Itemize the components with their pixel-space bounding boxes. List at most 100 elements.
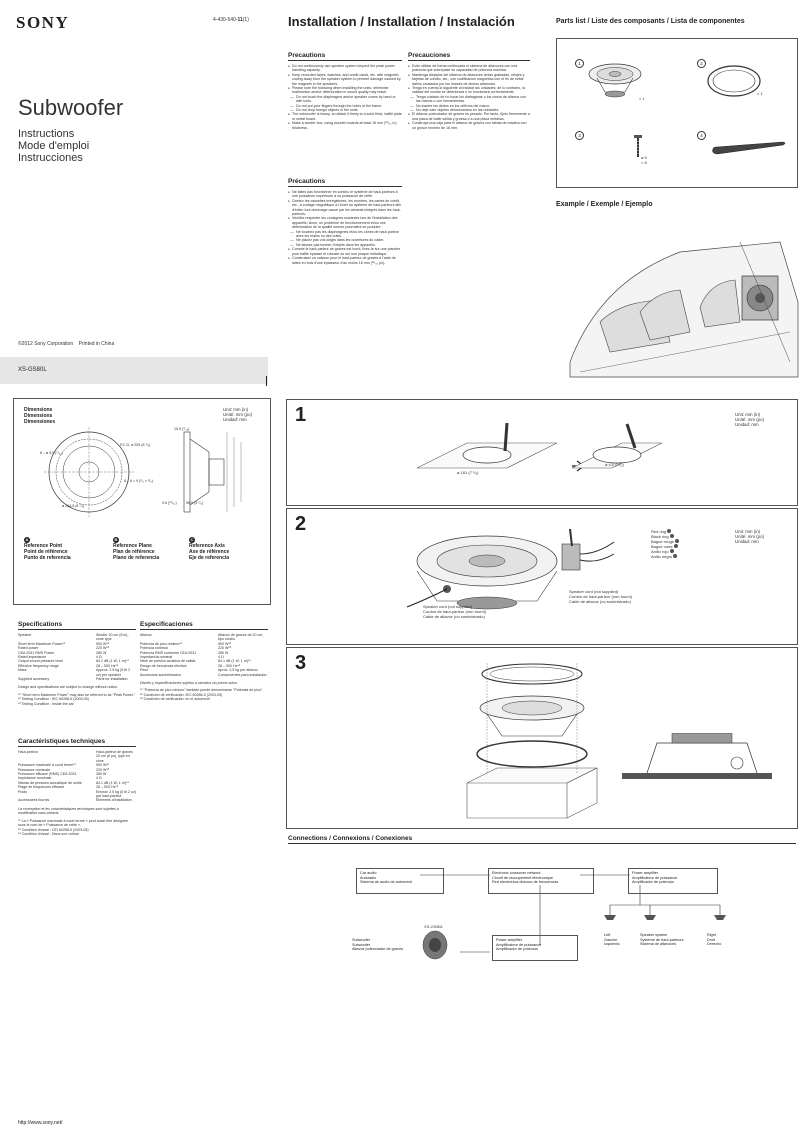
sony-logo: SONY: [16, 13, 70, 32]
list-item: Construisez un caisson pour le haut-parl…: [288, 256, 402, 265]
specs-en-footnote: *¹ "Short term Maximum Power" may also b…: [18, 692, 136, 697]
list-item: Gardez les cassettes enregistrées, les m…: [288, 199, 402, 217]
wire-legend: Red ring Black ring Bague rouge Bague no…: [651, 529, 680, 559]
specs-fr-footnote: *³ Condition d'essai : Dans une voiture: [18, 831, 80, 836]
step-1-box: 1 Unit: mm (in)Unité: mm (po)Unidad: mm …: [286, 399, 798, 506]
footer-url[interactable]: http://www.sony.net/: [18, 1120, 63, 1126]
speaker-illustration: [588, 63, 642, 98]
step-2-cord-left: Speaker cord (not supplied)Cordon de hau…: [423, 604, 486, 619]
list-item: Ne placez pas vos doigts dans les ouvert…: [288, 238, 402, 243]
precautions-es-heading: Precauciones: [408, 52, 530, 61]
specs-es-footnote: *³ Condición de verificación: en el auto…: [140, 697, 210, 702]
connection-lines: [420, 874, 726, 960]
part-number-badge: 4: [697, 131, 706, 140]
step-3-exploded-drawing: [466, 663, 598, 819]
specs-en-heading: Specifications: [18, 621, 136, 630]
list-item: Mantenga alejados del sistema de altavoc…: [408, 73, 530, 86]
step-1-hole: ø 181 (7 ¹/₈): [457, 470, 479, 475]
specs-es-footnote: *² Condición de verificación: IEC 60268-…: [140, 692, 223, 697]
specs-fr-footnote: *¹ La « Puissance maximale à court terme…: [18, 818, 128, 828]
list-item: Do not touch the diaphragms and/or speak…: [288, 95, 402, 104]
step-1-units: Unit: mm (in)Unité: mm (po)Unidad: mm: [735, 412, 765, 428]
screw-icon: [634, 135, 642, 157]
terminal-closeup: [561, 528, 615, 571]
specs-fr-footnote: *² Condition d'essai : CEI 60268-5 (2003…: [18, 827, 89, 832]
list-item: No inserte los dedos en los orificios de…: [408, 104, 530, 109]
model-number: XS-GS80L: [18, 367, 47, 373]
precautions-fr: Précautions Ne faites pas fonctionner en…: [288, 178, 402, 265]
dim-annotation-offset: 9.6 (¹³/₃₂): [162, 501, 177, 505]
wire-red: Anillo rojo: [651, 549, 679, 554]
list-item: Ne faites pas fonctionner en continu le …: [288, 190, 402, 199]
list-item: No deje caer objetos desconocidos en las…: [408, 108, 530, 113]
specs-en-footnote: *³ Testing Condition : Inside the car: [18, 701, 74, 706]
list-item: Veuillez respecter les consignes suivant…: [288, 216, 402, 229]
parts-box: 1 × 1 2 × 1 3 ø 5 × 8 4: [556, 38, 798, 188]
dim-annotation-diameter: ø 224.5 (8 ⁷/₈): [62, 504, 85, 508]
model-band: [0, 357, 268, 384]
step-1-drawing: [416, 422, 663, 472]
list-item: Keep recorded tapes, watches, and credit…: [288, 73, 402, 86]
doc-types: Instructions Mode d'emploi Instrucciones: [18, 128, 90, 164]
list-item: Ne laissez pas tomber d'objets dans les …: [288, 243, 402, 248]
list-item: Make a woofer box, using wooden boards a…: [288, 121, 402, 130]
precautions-es: Precauciones Evite utilizar de forma con…: [408, 52, 530, 130]
step-3-number: 3: [295, 652, 307, 674]
part-qty: × 1: [639, 96, 645, 101]
dimensions-units: Unit: mm (in)Unité: mm (po)Unidad: mm: [223, 407, 253, 423]
step-1-screw-hole: ø 4.0 (⁵/₃₂): [605, 462, 624, 467]
list-item: Ne touchez pas les diaphragmes et/ou les…: [288, 230, 402, 239]
list-item: Do not put your fingers through the hole…: [288, 104, 402, 109]
specs-es-note: Diseño y especificaciones sujetos a camb…: [140, 681, 238, 686]
list-item: Please note the following when installin…: [288, 86, 402, 95]
specs-fr-heading: Caractéristiques techniques: [18, 738, 136, 747]
ring-illustration: [707, 65, 761, 97]
specs-en-note: Design and specifications are subject to…: [18, 685, 119, 690]
dim-annotation-pcd: P.C.D. ø 205 (8 ¹/₈): [120, 443, 151, 447]
parts-title: Parts list / Liste des composants / List…: [556, 18, 745, 25]
step-1-number: 1: [295, 404, 307, 426]
precautions-en-heading: Precautions: [288, 52, 402, 61]
step-3-section-drawing: [622, 733, 772, 779]
specs-fr-note: La conception et les caractéristiques te…: [18, 806, 119, 816]
part-qty: × 1: [757, 91, 763, 96]
connection-model: XS-GS80L: [424, 924, 444, 929]
part-number-badge: 2: [697, 59, 706, 68]
specs-es-heading: Especificaciones: [140, 621, 268, 630]
list-item: Do not continuously use speaker system b…: [288, 64, 402, 73]
dim-annotation-holes: 8 – ø 5.5 (⁷/₃₂): [40, 451, 63, 455]
dim-annotation-slots: 8 – 6 × 9 (¹/₄ × ³/₈): [124, 479, 153, 483]
dim-annotation-flange: 10.5 (⁷/₁₆): [174, 427, 190, 431]
wire-black: Bague noire: [651, 544, 679, 549]
list-item: Construya una caja para el altavoz de gr…: [408, 121, 530, 130]
dim-annotation-depth: 96.5 (3 ⁷/₈): [186, 501, 204, 505]
